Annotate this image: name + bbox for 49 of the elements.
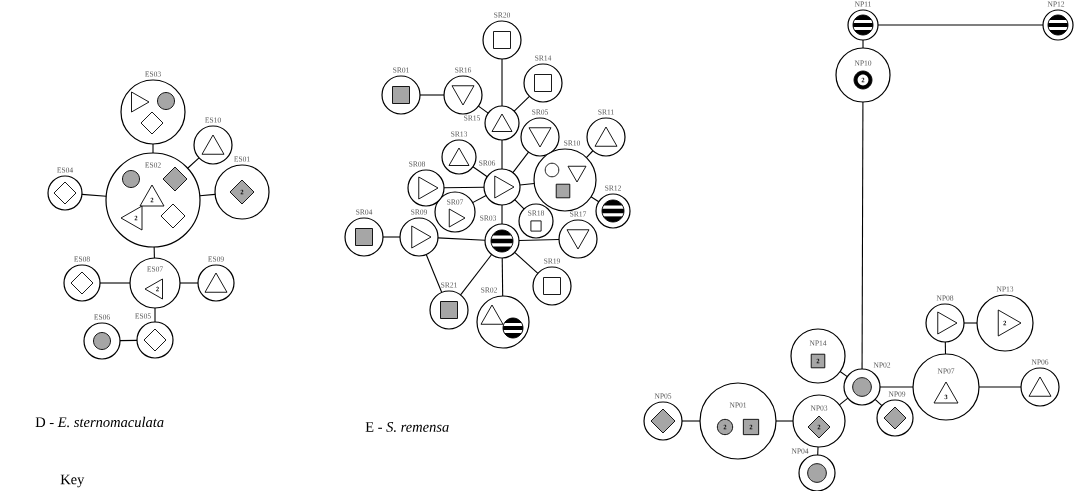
connecting-line — [978, 386, 1022, 388]
connecting-line — [838, 397, 849, 406]
haplotype-circle — [912, 353, 980, 421]
connecting-line — [154, 307, 156, 323]
panel-caption: D - E. sternomaculata — [35, 416, 164, 428]
connecting-line — [874, 398, 883, 407]
connecting-line — [775, 420, 794, 422]
connecting-line — [425, 254, 443, 293]
connecting-line — [501, 257, 504, 297]
connecting-line — [501, 58, 503, 107]
panel-caption: E - S. remensa — [365, 422, 449, 432]
connecting-line — [437, 237, 486, 241]
connecting-line — [199, 193, 216, 197]
connecting-line — [472, 194, 487, 204]
connecting-line — [514, 251, 539, 274]
connecting-line — [839, 371, 848, 378]
connecting-line — [187, 157, 200, 169]
connecting-line — [501, 204, 503, 225]
connecting-line — [514, 199, 525, 210]
connecting-line — [585, 150, 594, 159]
connecting-line — [460, 253, 493, 296]
connecting-line — [477, 105, 489, 114]
connecting-line — [419, 94, 445, 96]
haplotype-circle — [699, 382, 777, 460]
connecting-line — [119, 339, 138, 342]
connecting-line — [99, 282, 131, 284]
panel-caption: Key — [60, 474, 85, 488]
connecting-line — [861, 101, 864, 370]
connecting-line — [590, 196, 600, 203]
connecting-line — [879, 386, 914, 388]
connecting-line — [153, 246, 155, 259]
connecting-line — [519, 182, 535, 186]
connecting-line — [472, 166, 488, 178]
connecting-line — [944, 341, 947, 355]
haplotype-circle — [790, 328, 846, 384]
connecting-line — [681, 420, 701, 422]
connecting-line — [512, 151, 530, 174]
connecting-line — [179, 282, 199, 284]
connecting-line — [152, 143, 154, 154]
connecting-line — [501, 139, 503, 170]
connecting-line — [862, 39, 864, 49]
connecting-line — [382, 236, 401, 238]
connecting-line — [513, 95, 530, 112]
connecting-line — [877, 24, 1044, 26]
haplotype-circle — [129, 257, 181, 309]
connecting-line — [963, 322, 978, 324]
connecting-line — [518, 238, 560, 242]
connecting-line — [81, 193, 107, 197]
connecting-line — [817, 446, 819, 456]
